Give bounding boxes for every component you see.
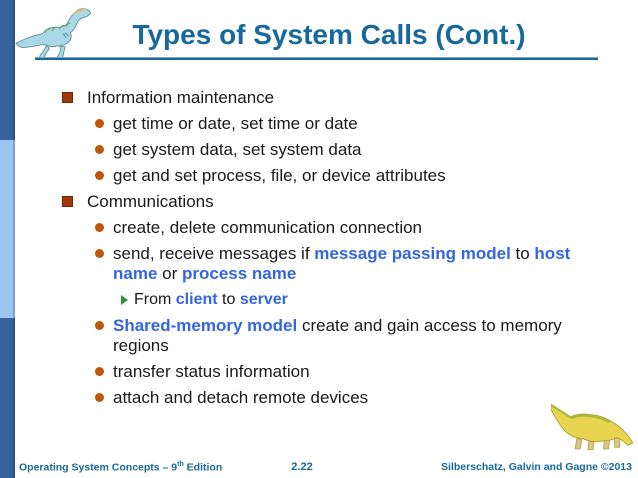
circle-bullet-icon [95, 393, 104, 402]
plain-text: to [217, 291, 240, 308]
bullet-text: Shared-memory model create and gain acce… [113, 316, 593, 356]
plain-text: create, delete communication connection [113, 218, 423, 237]
bullet-text: attach and detach remote devices [113, 388, 368, 408]
plain-text: get time or date, set time or date [113, 114, 358, 133]
footer-page-number: 2.22 [291, 461, 313, 473]
bullet-text: create, delete communication connection [113, 218, 422, 238]
bullet-text: get and set process, file, or device att… [113, 166, 446, 186]
footer-authors: Silberschatz, Galvin and Gagne ©2013 [441, 461, 632, 473]
bullet-text: Communications [87, 192, 214, 212]
plain-text: attach and detach remote devices [113, 388, 369, 407]
emphasized-term: message passing model [314, 244, 511, 263]
bullet-item-level-2: attach and detach remote devices [0, 388, 632, 408]
bullet-item-level-1: Information maintenance [0, 88, 632, 108]
square-bullet-icon [62, 92, 73, 103]
bullet-item-level-2: get time or date, set time or date [0, 114, 632, 134]
emphasized-term: host name [113, 244, 571, 283]
footer-book-title: Operating System Concepts – 9th Edition [19, 460, 223, 474]
sidebar-segment-light [0, 140, 15, 318]
sidebar-segment-dark-top [0, 0, 15, 140]
bullet-text: get time or date, set time or date [113, 114, 358, 134]
plain-text: Communications [87, 192, 214, 211]
sidebar-segment-dark-bottom [0, 318, 15, 478]
plain-text: to [510, 244, 535, 263]
plain-text: get and set process, file, or device att… [113, 166, 446, 185]
dinosaur-icon [551, 403, 634, 451]
plain-text: transfer status information [113, 362, 310, 381]
plain-text: From [134, 291, 176, 308]
plain-text: or [157, 264, 182, 283]
circle-bullet-icon [95, 367, 104, 376]
bullet-item-level-2: create, delete communication connection [0, 218, 632, 238]
bullet-text: Information maintenance [87, 88, 274, 108]
circle-bullet-icon [95, 223, 104, 232]
sidebar-accent-bar [0, 0, 15, 478]
square-bullet-icon [62, 196, 73, 207]
title-underline [35, 57, 598, 60]
arrow-bullet-icon [121, 295, 128, 305]
emphasized-term: Shared-memory model [113, 316, 298, 335]
bullet-item-level-2: get system data, set system data [0, 140, 632, 160]
plain-text: get system data, set system data [113, 140, 362, 159]
bullet-text: From client to server [134, 290, 288, 310]
circle-bullet-icon [95, 119, 104, 128]
bullet-item-level-2: transfer status information [0, 362, 632, 382]
bullet-text: get system data, set system data [113, 140, 362, 160]
circle-bullet-icon [95, 321, 104, 330]
plain-text: send, receive messages if [113, 244, 315, 263]
bullet-item-level-2: Shared-memory model create and gain acce… [0, 316, 632, 356]
circle-bullet-icon [95, 249, 104, 258]
circle-bullet-icon [95, 145, 104, 154]
bullet-text: transfer status information [113, 362, 310, 382]
emphasized-term: client [175, 291, 218, 308]
bullet-item-level-2: get and set process, file, or device att… [0, 166, 632, 186]
bullet-item-level-2: send, receive messages if message passin… [0, 244, 632, 284]
bullet-item-level-1: Communications [0, 192, 632, 212]
bullet-list: Information maintenance get time or date,… [0, 88, 632, 414]
dinosaur-icon [15, 8, 92, 59]
emphasized-term: server [239, 291, 288, 308]
bullet-text: send, receive messages if message passin… [113, 244, 593, 284]
slide-footer: Operating System Concepts – 9th Edition … [0, 457, 638, 474]
plain-text: Information maintenance [87, 88, 275, 107]
circle-bullet-icon [95, 171, 104, 180]
plain-text: create and gain access to memory regions [113, 316, 562, 355]
bullet-item-level-3: From client to server [0, 290, 632, 310]
emphasized-term: process name [181, 264, 297, 283]
slide-title: Types of System Calls (Cont.) [132, 19, 526, 50]
